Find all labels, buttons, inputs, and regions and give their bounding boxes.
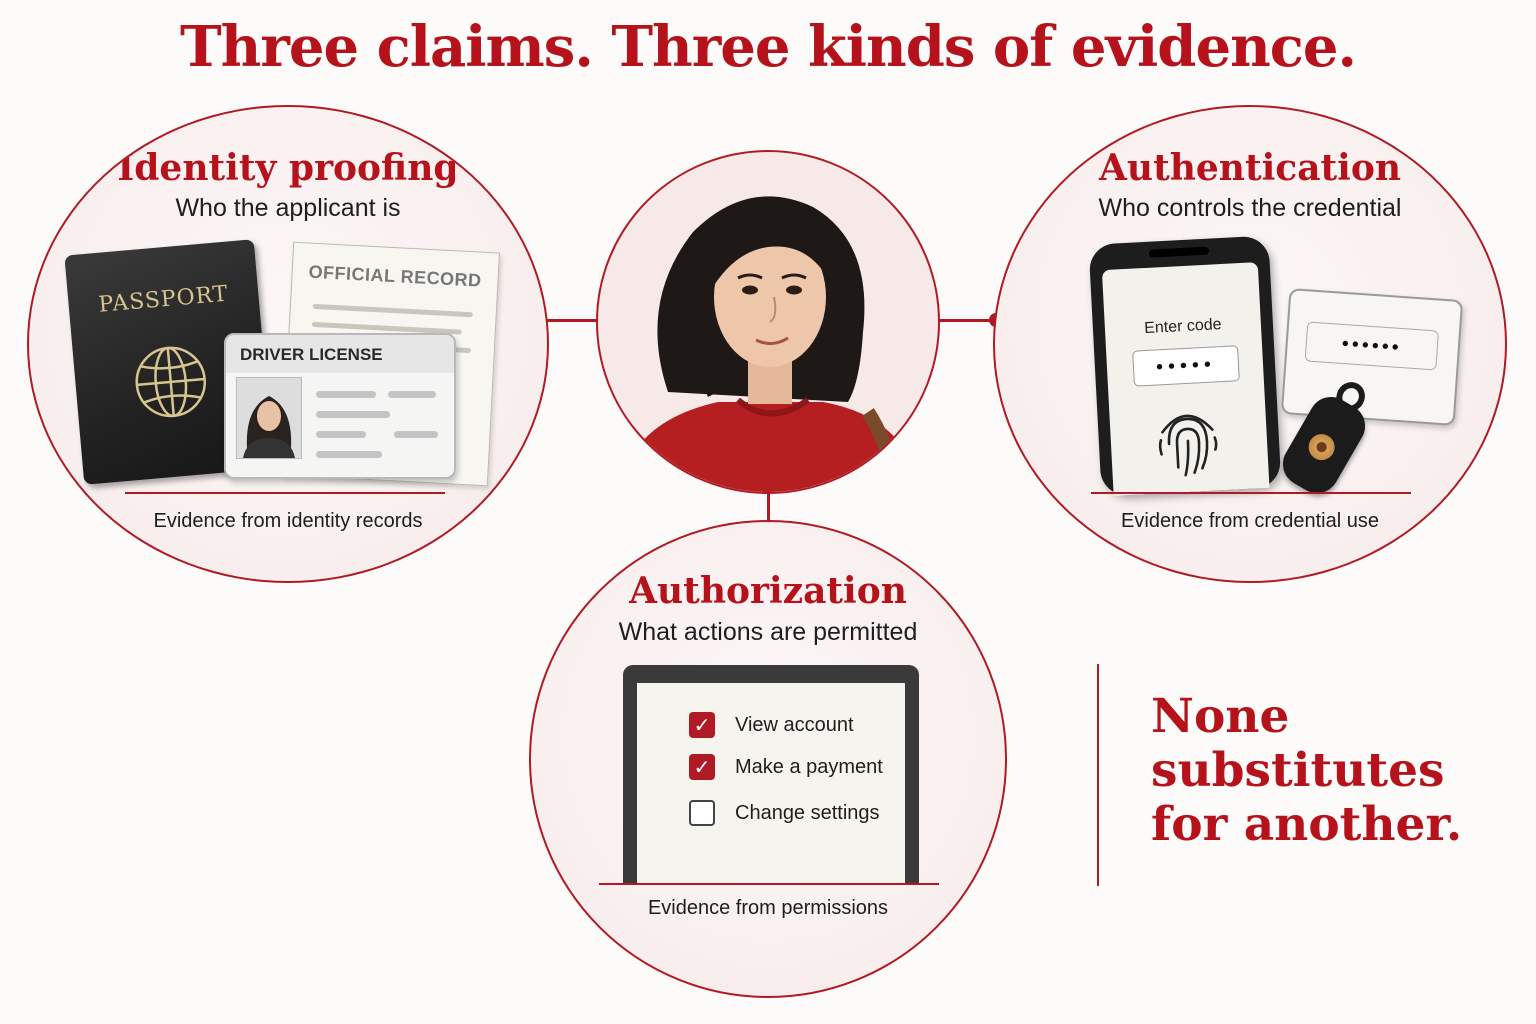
authentication-circle: Authentication Who controls the credenti… <box>993 105 1507 583</box>
permission-change-settings[interactable]: Change settings <box>689 798 880 828</box>
checkbox-view-account[interactable]: ✓ <box>689 712 715 738</box>
enter-code-label: Enter code <box>1143 316 1223 338</box>
identity-proofing-circle: Identity proofing Who the applicant is O… <box>27 105 549 583</box>
connector-down <box>767 492 770 532</box>
permission-view-account[interactable]: ✓ View account <box>689 710 854 740</box>
authorization-subtitle: What actions are permitted <box>618 618 918 646</box>
fingerprint-icon <box>1158 414 1218 477</box>
permission-label: Change settings <box>735 801 880 824</box>
authorization-circle: Authorization What actions are permitted… <box>529 520 1007 998</box>
identity-subtitle: Who the applicant is <box>175 194 401 222</box>
connector-right <box>939 319 995 322</box>
touch-sensor-icon <box>1303 429 1340 465</box>
official-record-label: OFFICIAL RECORD <box>308 261 483 291</box>
key-card-code: •••••• <box>1304 321 1440 371</box>
tagline-divider <box>1097 664 1099 886</box>
globe-icon <box>135 346 206 418</box>
permission-label: View account <box>735 713 854 736</box>
identity-evidence: Evidence from identity records <box>153 510 423 532</box>
tagline: None substitutes for another. <box>1151 689 1463 852</box>
driver-license-label: DRIVER LICENSE <box>240 345 383 364</box>
person-portrait <box>618 196 923 492</box>
authentication-subtitle: Who controls the credential <box>1098 194 1402 222</box>
connector-left <box>542 319 598 322</box>
permission-make-payment[interactable]: ✓ Make a payment <box>689 752 883 782</box>
checkbox-make-payment[interactable]: ✓ <box>689 754 715 780</box>
identity-heading: Identity proofing <box>117 147 459 189</box>
authorization-heading: Authorization <box>629 570 907 612</box>
authentication-evidence: Evidence from credential use <box>1121 510 1379 532</box>
page-title: Three claims. Three kinds of evidence. <box>179 14 1357 80</box>
code-input: ••••• <box>1132 345 1240 387</box>
person-photo-icon <box>243 396 295 458</box>
authorization-evidence: Evidence from permissions <box>647 897 889 919</box>
permission-label: Make a payment <box>735 755 883 778</box>
person-portrait-circle <box>596 150 940 494</box>
authentication-heading: Authentication <box>1098 147 1402 189</box>
checkbox-change-settings[interactable] <box>689 800 715 826</box>
smartphone: Enter code ••••• <box>1088 235 1282 497</box>
security-key-card: •••••• <box>1280 288 1464 426</box>
passport: PASSPORT <box>64 239 274 485</box>
permissions-monitor: ✓ View account ✓ Make a payment Change s… <box>623 665 919 885</box>
license-photo <box>236 377 302 459</box>
passport-label: PASSPORT <box>97 281 230 318</box>
driver-license: DRIVER LICENSE <box>224 333 456 479</box>
